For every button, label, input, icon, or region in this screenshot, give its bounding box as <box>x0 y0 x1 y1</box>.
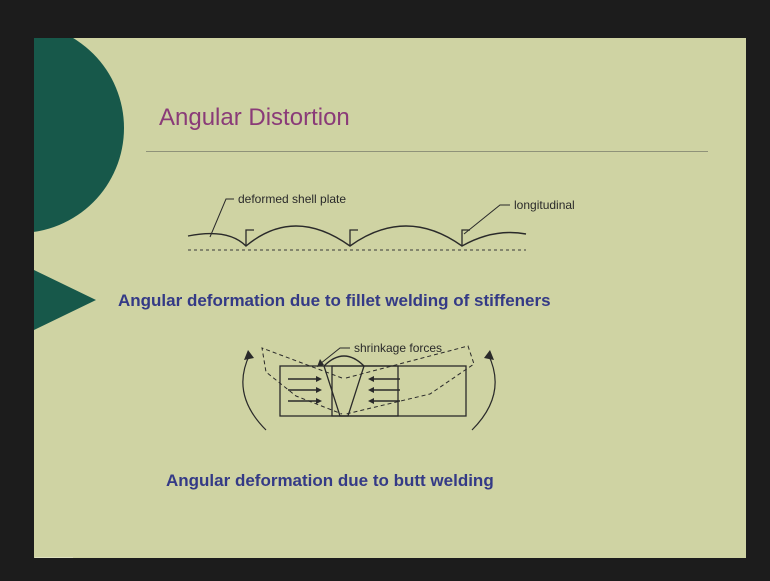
rotation-arrow-right <box>471 353 496 431</box>
deformed-plate-curve <box>187 225 527 247</box>
left-plate <box>279 365 399 417</box>
presentation-slide: Angular Distortion deformed shell plate … <box>34 38 746 558</box>
label-shrinkage-forces: shrinkage forces <box>354 341 442 355</box>
label-deformed-shell-plate: deformed shell plate <box>238 192 346 206</box>
deformed-outline-left <box>261 347 343 415</box>
slide-title: Angular Distortion <box>159 104 350 131</box>
caption-fillet-welding: Angular deformation due to fillet weldin… <box>118 291 551 310</box>
rotation-arrow-left <box>242 353 267 431</box>
weld-groove <box>323 365 365 417</box>
label-longitudinal: longitudinal <box>514 198 575 212</box>
shrinkage-arrows <box>288 378 400 402</box>
title-divider <box>146 151 708 152</box>
deformed-outline-right <box>345 345 475 415</box>
leader-deformed <box>209 198 234 238</box>
decorative-wedge <box>34 270 96 330</box>
arrowheads <box>244 350 494 404</box>
caption-butt-welding: Angular deformation due to butt welding <box>166 471 494 490</box>
butt-weld-diagram <box>242 345 496 431</box>
fillet-weld-diagram: deformed shell plate longitudinal <box>187 192 575 431</box>
stiffener <box>245 229 470 246</box>
leader-shrinkage <box>319 347 350 365</box>
right-plate <box>331 365 467 417</box>
leader-longitudinal <box>463 204 510 235</box>
weld-reinforcement <box>323 355 365 367</box>
slide-number-icon: ⋯ <box>35 557 73 558</box>
